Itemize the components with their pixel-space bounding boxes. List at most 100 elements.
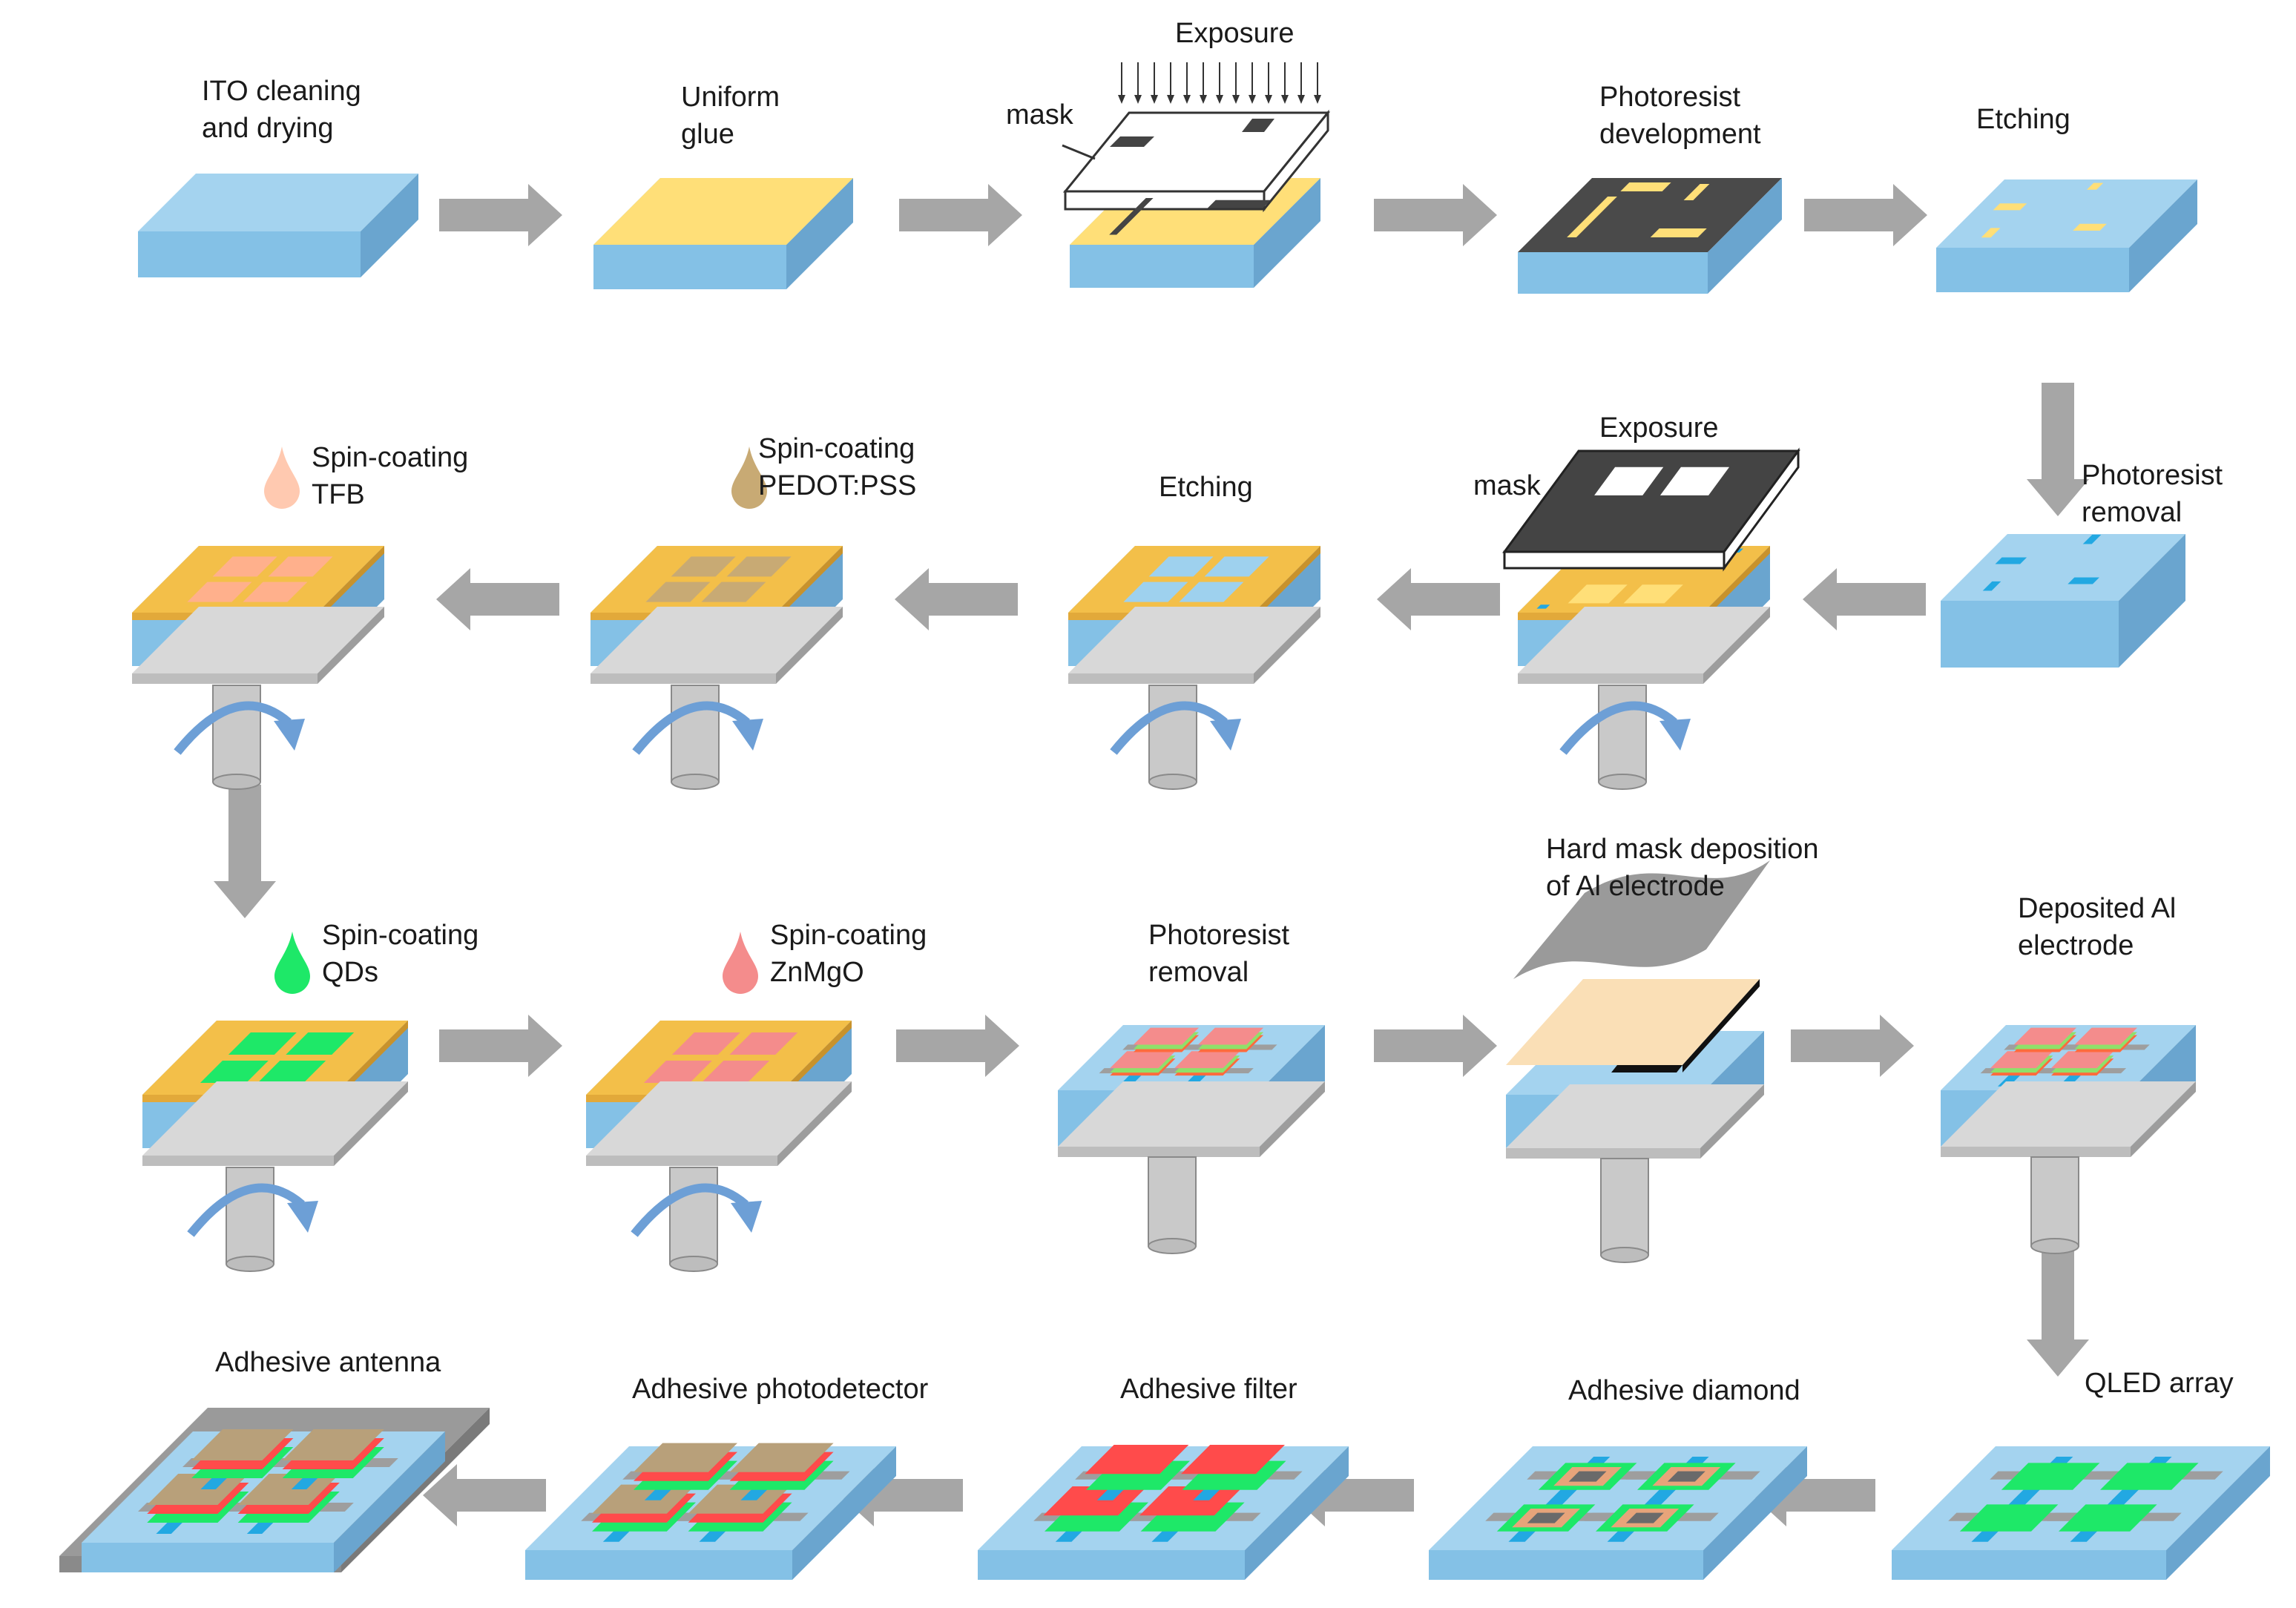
pd-tan-3: [729, 1443, 834, 1472]
al-chuck: [1941, 1081, 2196, 1157]
hardmask-chuck-front: [1506, 1148, 1700, 1159]
qds-spinner-shaft: [226, 1167, 274, 1265]
znmgo-spinner-shaft: [669, 1167, 718, 1265]
znmgo-p2: [701, 1061, 770, 1083]
droplet-icon-qds: [274, 932, 310, 994]
etching2-chuck: [1068, 607, 1320, 684]
device-illustrations: [59, 62, 2270, 1580]
flow-arrow-2-shape: [899, 184, 1022, 246]
znmgo-p3: [671, 1032, 740, 1055]
al-top-1: [2050, 1051, 2114, 1069]
al-chuck-top: [1941, 1081, 2196, 1147]
exposure-substrate-front: [1070, 245, 1254, 288]
flow-arrow-14-shape: [1791, 1015, 1914, 1077]
tfb-p3: [212, 556, 277, 577]
droplet-icon-tfb: [264, 447, 300, 509]
pedot-spinner-spin-arrow-icon: [632, 701, 750, 755]
exposure-ray-head: [1216, 95, 1223, 104]
developed-substrate-front: [1518, 252, 1708, 294]
pr2-chuck: [1058, 1081, 1325, 1157]
znmgo-chuck-top: [586, 1081, 852, 1156]
label-adhesive-diamond: Adhesive diamond: [1568, 1375, 1800, 1406]
diamond-ito-front: [1429, 1550, 1703, 1580]
etching2-chuck-front: [1068, 673, 1254, 684]
pedot-spinner-spin-arrow-head: [732, 719, 763, 751]
flow-arrow-13: [1374, 1015, 1497, 1077]
flow-arrow-19: [423, 1464, 546, 1526]
etching2-coat-side: [1254, 546, 1320, 620]
qds-spinner-spin-arrow-icon: [187, 1183, 305, 1237]
flow-arrow-4: [1804, 184, 1927, 246]
tfb-coat-side: [318, 546, 384, 620]
mask-2: [1502, 447, 1800, 572]
exposure2-spinner-base: [1598, 774, 1647, 790]
exposure-ray-head: [1134, 95, 1142, 104]
pedot-spinner-base: [671, 774, 720, 790]
qds-spinner-spin-arrow-head: [287, 1201, 318, 1233]
tfb-p1: [187, 581, 252, 602]
mask-pointer-1: [1062, 144, 1096, 160]
al-chuck-front: [1941, 1147, 2131, 1157]
qds-spinner-base: [226, 1256, 274, 1272]
flow-arrow-11: [439, 1015, 562, 1077]
ito-substrate-1-top: [138, 174, 418, 231]
exposure2-spinner: [1559, 685, 1691, 790]
ito-substrate-1-side: [361, 174, 418, 277]
qds-chuck: [142, 1081, 408, 1166]
pr2-spinner-shaft: [1148, 1156, 1197, 1247]
developed-substrate: [1518, 178, 1782, 294]
flow-arrow-5-shape: [2027, 383, 2089, 516]
qds-chuck-side: [334, 1081, 408, 1166]
pr2-top-2: [1133, 1027, 1200, 1045]
tfb-chuck-front: [132, 673, 318, 684]
qled-pixel-1: [2059, 1504, 2157, 1532]
znmgo-spinner: [631, 1167, 762, 1272]
etching2-spinner-base: [1148, 774, 1197, 790]
flow-arrow-1-shape: [439, 184, 562, 246]
flow-arrow-3-shape: [1374, 184, 1497, 246]
mask-2-side: [1723, 447, 1800, 572]
glue-layer-top: [593, 178, 853, 245]
exposure-ray-head: [1183, 95, 1191, 104]
flow-arrow-15-shape: [2027, 1243, 2089, 1377]
developed-substrate-top: [1518, 178, 1782, 252]
label-qled-array: QLED array: [2085, 1368, 2234, 1399]
hardmask-spinner-shaft: [1600, 1158, 1649, 1256]
exposure-ray-head: [1265, 95, 1272, 104]
exposure2-c1: [1536, 604, 1550, 609]
resist-removed-substrate-top: [1941, 534, 2185, 601]
tfb-p4: [268, 556, 333, 577]
pr2-chuck-top: [1058, 1081, 1325, 1147]
znmgo-spinner-base: [669, 1256, 718, 1272]
etch1-gold-b: [2087, 182, 2104, 190]
pd-tan-1: [688, 1484, 792, 1514]
filter-red-3: [1181, 1445, 1285, 1474]
flow-arrow-7: [1377, 568, 1500, 630]
dev-gold-a: [1567, 197, 1617, 237]
hardmask-chuck: [1506, 1084, 1764, 1159]
etching2-spinner-shaft: [1148, 685, 1197, 782]
tfb-p2: [243, 581, 308, 602]
znmgo-spinner-spin-arrow-icon: [631, 1183, 749, 1237]
pd-tan-2: [634, 1443, 737, 1472]
pedot-chuck-top: [591, 607, 843, 673]
flow-arrow-9-shape: [436, 568, 559, 630]
exposure-ray-head: [1118, 95, 1125, 104]
exposure-substrate-side: [1254, 178, 1320, 288]
qds-spinner: [187, 1167, 318, 1272]
tfb-chuck-side: [318, 607, 384, 684]
filter-ito-side: [1245, 1446, 1349, 1580]
diamond-chip-3: [1667, 1471, 1705, 1482]
flow-arrow-8: [895, 568, 1018, 630]
mask-2-window-a: [1594, 467, 1664, 495]
filter-ito-front: [978, 1550, 1245, 1580]
label-exposure-1: Exposure: [1175, 18, 1295, 49]
hardmask-spinner: [1600, 1158, 1649, 1263]
label-adhesive-filter: Adhesive filter: [1120, 1374, 1297, 1405]
